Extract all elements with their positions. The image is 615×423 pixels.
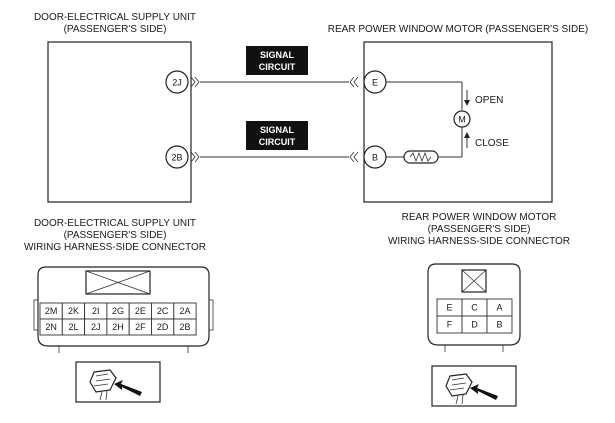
signal-badge-top-line-1: SIGNAL [260, 50, 295, 60]
pin-cell-label: 2J [91, 322, 101, 332]
pin-cell-label: 2B [179, 322, 190, 332]
left-connector: 2M 2K 2I 2G 2E 2C 2A 2N 2L 2J 2H 2F 2D 2B [33, 266, 214, 353]
left-connector-pin-grid: 2M 2K 2I 2G 2E 2C 2A 2N 2L 2J 2H 2F 2D 2B [39, 302, 197, 336]
motor-symbol-label: M [458, 115, 466, 125]
open-arrowhead-icon [464, 100, 470, 106]
left-connector-tab-left [33, 299, 39, 331]
connector-mark-left [349, 76, 359, 88]
left-connector-title-3: WIRING HARNESS-SIDE CONNECTOR [24, 242, 206, 253]
pin-cell [486, 315, 513, 334]
probe-plug-lines [449, 377, 467, 391]
door-electrical-supply-unit-box [47, 41, 192, 203]
pin-label-e: E [372, 78, 378, 88]
unit-title-line-1: DOOR-ELECTRICAL SUPPLY UNIT [34, 12, 196, 23]
unit-title-line-2: (PASSENGER'S SIDE) [64, 24, 167, 35]
pin-label-2j: 2J [172, 78, 182, 88]
probe-plug-shape [89, 369, 117, 393]
right-connector-title-3: WIRING HARNESS-SIDE CONNECTOR [388, 236, 570, 247]
left-connector-title-1: DOOR-ELECTRICAL SUPPLY UNIT [34, 218, 196, 229]
motor-title: REAR POWER WINDOW MOTOR (PASSENGER'S SID… [328, 24, 588, 35]
probe-arrow-icon [470, 384, 498, 400]
connector-mark-right [190, 151, 200, 163]
pin-cell-label: A [496, 303, 502, 313]
open-label: OPEN [475, 95, 503, 106]
pin-cell-label: 2A [179, 306, 190, 316]
left-connector-title-2: (PASSENGER'S SIDE) [64, 230, 167, 241]
pin-cell-label: 2I [92, 306, 100, 316]
signal-badge-top-line-2: CIRCUIT [259, 62, 296, 72]
connector-probe-icon [75, 361, 161, 403]
probe-plug-lines [93, 373, 111, 387]
pin-circle-2b [165, 145, 189, 169]
left-connector-tab-right [208, 299, 214, 331]
pin-cell-label: 2N [45, 322, 57, 332]
probe-wires [455, 394, 464, 405]
close-label: CLOSE [475, 138, 509, 149]
probe-plug-shape [445, 373, 473, 397]
pin-cell-label: 2C [157, 306, 169, 316]
signal-circuit-badge-bottom [246, 121, 308, 150]
signal-circuit-badge-top [246, 46, 308, 75]
connector-mark-left [349, 151, 359, 163]
left-connector-latch-mark-icon [85, 270, 151, 295]
pin-cell-label: B [496, 320, 502, 330]
pin-cell-label: 2G [112, 306, 124, 316]
pin-cell-label: D [471, 320, 478, 330]
pin-cell-label: C [471, 303, 478, 313]
connector-mark-right [190, 76, 200, 88]
signal-badge-bottom-line-2: CIRCUIT [259, 137, 296, 147]
signal-wire-top: 2J E [165, 70, 387, 94]
right-connector-pin-grid: E C A F D B [436, 298, 513, 334]
pin-cell-label: 2D [157, 322, 169, 332]
probe-icon-frame [431, 365, 517, 407]
right-connector-latch-mark-icon [461, 269, 487, 293]
right-connector-title-1: REAR POWER WINDOW MOTOR [402, 212, 557, 223]
signal-badge-bottom-line-1: SIGNAL [260, 125, 295, 135]
resistor-zigzag-icon [409, 151, 432, 163]
pin-cell-label: E [446, 303, 452, 313]
pin-label-2b: 2B [171, 153, 182, 163]
probe-icon-frame [75, 361, 161, 403]
pin-cell [173, 318, 197, 336]
pin-cell-label: 2M [45, 306, 58, 316]
motor-circuit: M OPEN CLOSE [386, 81, 509, 164]
connector-probe-icon [431, 365, 517, 407]
pin-cell-label: 2K [68, 306, 79, 316]
close-arrowhead-icon [464, 132, 470, 138]
probe-wires [99, 390, 108, 401]
pin-cell-label: 2E [135, 306, 146, 316]
probe-arrow-icon [114, 380, 142, 396]
resistor-icon [403, 150, 439, 164]
pin-circle-2j [165, 70, 189, 94]
pin-label-b: B [372, 153, 378, 163]
right-connector-title-2: (PASSENGER'S SIDE) [428, 224, 531, 235]
signal-wire-bottom: 2B B [165, 145, 387, 169]
pin-cell-label: 2H [112, 322, 124, 332]
pin-cell-label: 2L [68, 322, 78, 332]
pin-cell-label: 2F [135, 322, 146, 332]
right-connector: E C A F D B [427, 263, 521, 352]
pin-cell-label: F [447, 320, 453, 330]
